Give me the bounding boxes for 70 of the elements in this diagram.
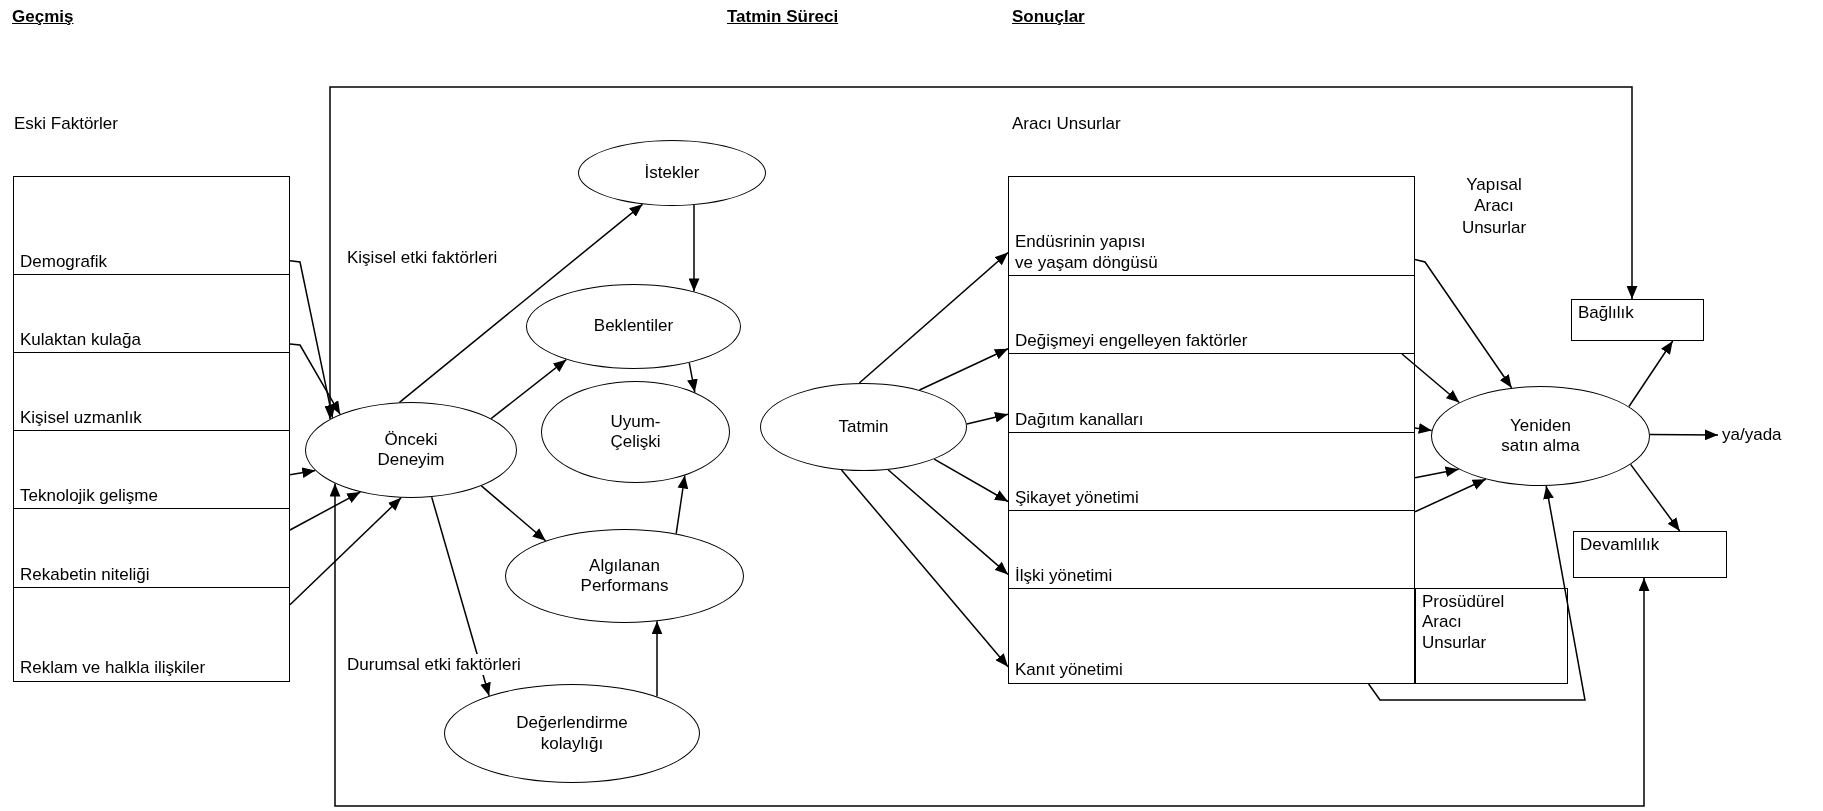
arrow <box>490 358 568 420</box>
arrow <box>918 348 1009 391</box>
arrow <box>858 251 1009 384</box>
arrow <box>675 474 689 535</box>
arrow <box>289 491 362 531</box>
factor-row <box>13 508 290 588</box>
node-label: Beklentiler <box>593 316 674 337</box>
outcome-box <box>1571 299 1704 341</box>
arrow <box>687 362 698 394</box>
arrow <box>289 343 341 416</box>
arrow <box>480 485 547 542</box>
node-label: İstekler <box>644 162 700 184</box>
node-label: Şikayet yönetimi <box>1015 487 1139 508</box>
arrow <box>840 469 1009 668</box>
arrow <box>289 467 317 479</box>
factor-row <box>13 352 290 431</box>
node-label: Teknolojik gelişme <box>20 485 158 506</box>
arrow <box>1649 429 1719 441</box>
arrow <box>966 411 1009 425</box>
node-label: Önceki Deneyim <box>376 429 446 471</box>
arrow <box>1414 466 1460 479</box>
outcome-box <box>1573 531 1727 578</box>
arrow <box>1414 258 1513 389</box>
node-label: Reklam ve halkla ilişkiler <box>20 657 206 678</box>
node-label: Kişisel uzmanlık <box>20 407 142 428</box>
arrow <box>1629 463 1681 532</box>
node-label: Dağıtım kanalları <box>1015 409 1144 430</box>
arrow <box>688 204 700 293</box>
arrow <box>289 497 402 606</box>
factor-row <box>1008 510 1415 589</box>
factor-row <box>1008 275 1415 354</box>
node-label: Uyum- Çelişki <box>609 411 662 453</box>
factor-row <box>1008 432 1415 511</box>
arrow <box>289 259 336 419</box>
arrow <box>430 496 491 697</box>
factor-row <box>13 430 290 509</box>
arrow <box>887 468 1009 576</box>
arrow <box>933 458 1009 503</box>
node-label: Yeniden satın alma <box>1500 415 1581 457</box>
factor-row <box>13 274 290 353</box>
node-label: Kulaktan kulağa <box>20 329 141 350</box>
node-label: Devamlılık <box>1580 535 1660 556</box>
node-label: Demografik <box>20 251 107 272</box>
factor-row <box>1008 353 1415 433</box>
arrow <box>398 203 644 404</box>
node-label: İlşki yönetimi <box>1015 565 1113 586</box>
node-label: Algılanan Performans <box>579 555 670 597</box>
node-label: Değişmeyi engelleyen faktörler <box>1015 330 1248 351</box>
node-label: Prosüdürel Aracı Unsurlar <box>1422 592 1506 654</box>
node-label: Endüsrinin yapısı ve yaşam döngüsü <box>1015 232 1159 273</box>
arrow <box>1401 353 1461 404</box>
factor-row <box>13 176 290 275</box>
arrow <box>1367 485 1586 701</box>
factor-row <box>13 587 290 682</box>
arrow <box>324 86 1638 420</box>
node-label: ya/yada <box>1722 424 1782 446</box>
arrow <box>1414 423 1433 434</box>
arrow <box>1628 340 1674 408</box>
node-label: Tatmin <box>838 416 889 438</box>
factor-row <box>1008 176 1415 276</box>
outcome-box <box>1415 588 1568 684</box>
arrow <box>329 482 1650 807</box>
node-label: Değerlendirme kolaylığı <box>515 713 629 754</box>
node-label: Bağlılık <box>1578 303 1634 324</box>
arrow <box>1414 478 1487 513</box>
node-label: Rekabetin niteliği <box>20 564 150 585</box>
arrow <box>651 620 663 698</box>
node-label: Kanıt yönetimi <box>1015 659 1123 680</box>
factor-row <box>1008 588 1415 684</box>
annotation-label: Durumsal etki faktörleri <box>345 654 523 676</box>
